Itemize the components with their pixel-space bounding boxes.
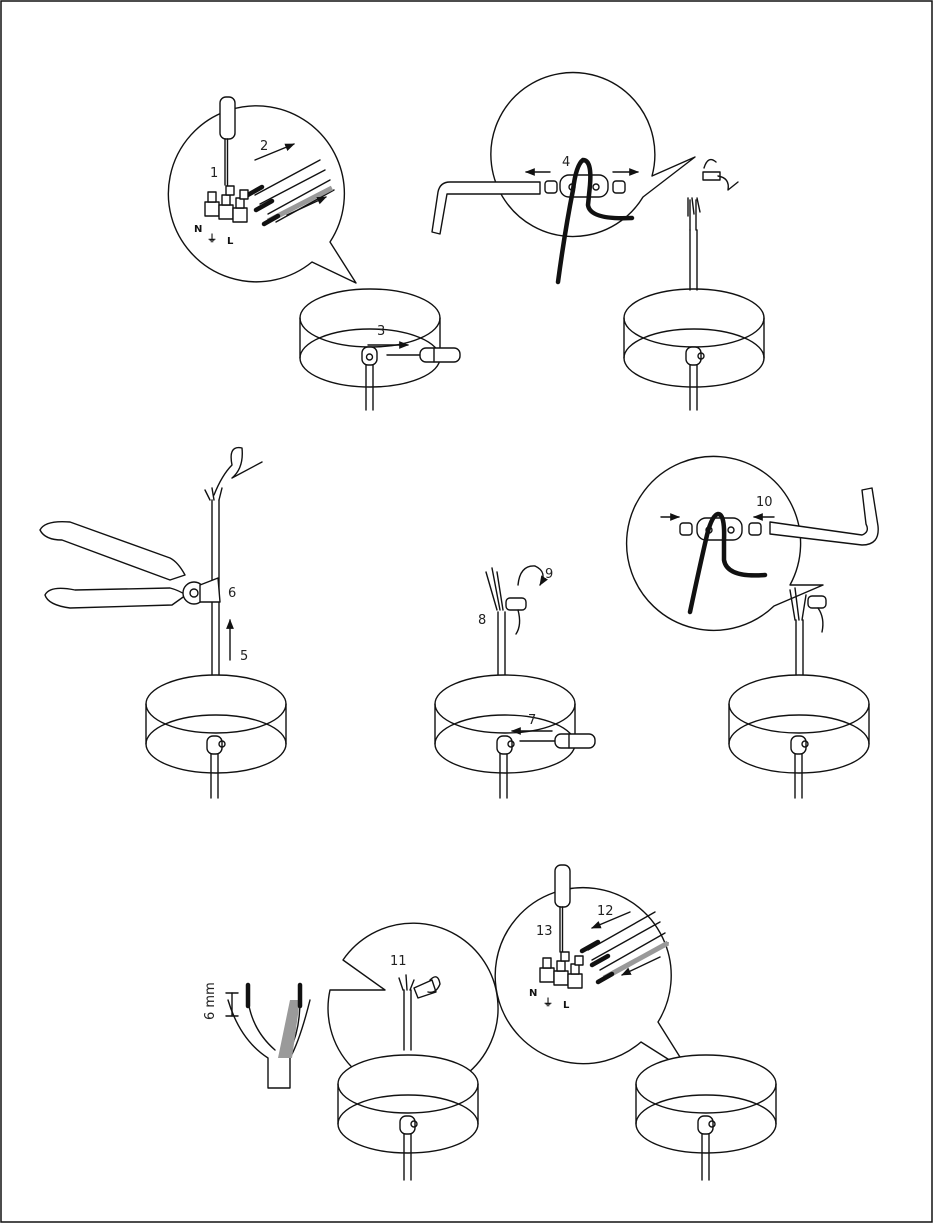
terminal-block-icon <box>540 952 583 988</box>
panel-step-4: 4 <box>432 73 764 410</box>
step-4-label: 4 <box>562 155 570 170</box>
ceiling-canopy-icon <box>624 289 764 387</box>
screwdriver-icon <box>520 734 595 748</box>
panel-step-11: 6 mm 11 <box>203 923 498 1180</box>
strip-length-label: 6 mm <box>203 982 218 1020</box>
cable-grip-icon <box>362 347 377 410</box>
terminal-block-icon <box>205 186 248 222</box>
step-5-label: 5 <box>240 649 248 664</box>
ceiling-canopy-icon <box>435 675 575 773</box>
step-11-label: 11 <box>390 954 407 969</box>
panel-step-10: 10 <box>627 456 879 798</box>
live-label: L <box>563 1000 570 1011</box>
detail-bubble <box>495 888 690 1073</box>
step-1-label: 1 <box>210 166 218 181</box>
ceiling-canopy-icon <box>729 675 869 773</box>
neutral-label: N <box>529 988 537 999</box>
step-2-label: 2 <box>260 139 268 154</box>
step-8-label: 8 <box>478 613 486 628</box>
step-9-label: 9 <box>545 567 553 582</box>
panel-step-7-9: 9 8 7 <box>435 566 595 798</box>
earth-symbol: ⏚ <box>207 233 217 245</box>
ceiling-canopy-icon <box>300 289 440 387</box>
panel-step-12-13: 13 12 N ⏚ L <box>495 865 776 1180</box>
detail-bubble <box>168 106 356 283</box>
step-7-label: 7 <box>528 713 536 728</box>
panel-step-1-3: 1 2 N ⏚ L 3 <box>168 97 460 410</box>
step-10-label: 10 <box>756 495 773 510</box>
screwdriver-icon <box>387 348 460 362</box>
step-13-label: 13 <box>536 924 553 939</box>
step-6-label: 6 <box>228 586 236 601</box>
ceiling-canopy-icon <box>146 675 286 773</box>
neutral-label: N <box>194 224 202 235</box>
step-3-label: 3 <box>377 324 385 339</box>
live-label: L <box>227 236 234 247</box>
ceiling-canopy-icon <box>636 1055 776 1153</box>
pliers-icon <box>40 522 220 608</box>
earth-symbol: ⏚ <box>543 997 553 1009</box>
step-12-label: 12 <box>597 904 614 919</box>
ceiling-canopy-icon <box>338 1055 478 1153</box>
panel-step-5-6: 6 5 <box>40 448 286 798</box>
